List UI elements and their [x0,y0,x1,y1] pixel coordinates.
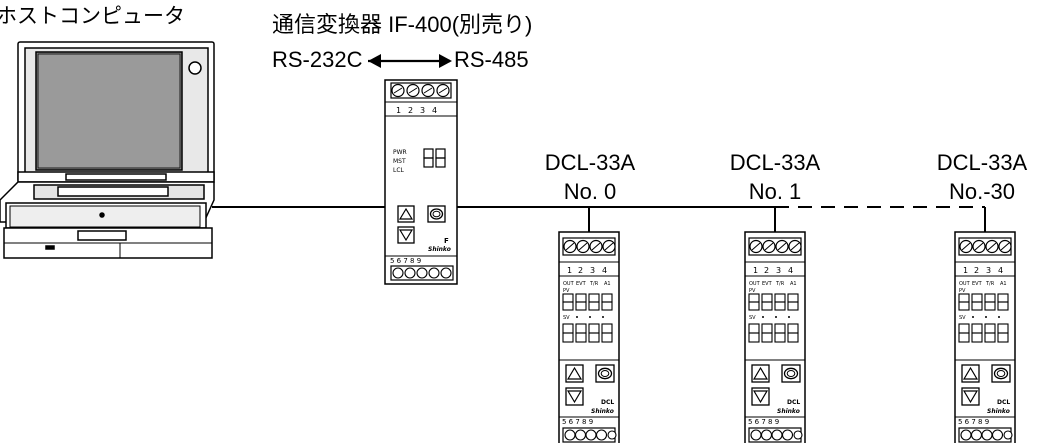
led-pwr: PWR [393,149,407,156]
svg-text:3: 3 [420,106,425,115]
protocol-row: RS-232C RS-485 [272,49,592,73]
converter-label: 通信変換器 IF-400(別売り) [272,12,533,37]
device-0-model: DCL-33A [544,150,636,175]
svg-text:2: 2 [408,106,413,115]
device-1-model: DCL-33A [729,150,821,175]
svg-text:5 6 7 8 9: 5 6 7 8 9 [390,257,421,265]
host-computer-label: ホストコンピュータ [0,5,185,28]
device-1-number: No. 1 [748,179,802,204]
protocol-left-label: RS-232C [272,47,363,72]
device-0-number: No. 0 [563,179,617,204]
device-0-unit [558,231,620,443]
converter-unit: 1 2 3 4 PWR MST LCL F Shinko 5 6 7 8 9 [384,79,458,285]
led-lcl: LCL [393,167,405,174]
device-1-unit [744,231,806,443]
bidirectional-arrow [368,54,452,68]
converter-brand: Shinko [428,246,451,253]
led-mst: MST [393,158,406,165]
svg-text:4: 4 [432,106,437,115]
device-30-model: DCL-33A [936,150,1028,175]
converter-model-mark: F [444,237,449,245]
svg-text:1: 1 [396,106,401,115]
protocol-right-label: RS-485 [454,47,529,72]
device-30-number: No.-30 [948,179,1016,204]
host-computer-icon [0,41,215,259]
device-30-unit [954,231,1016,443]
